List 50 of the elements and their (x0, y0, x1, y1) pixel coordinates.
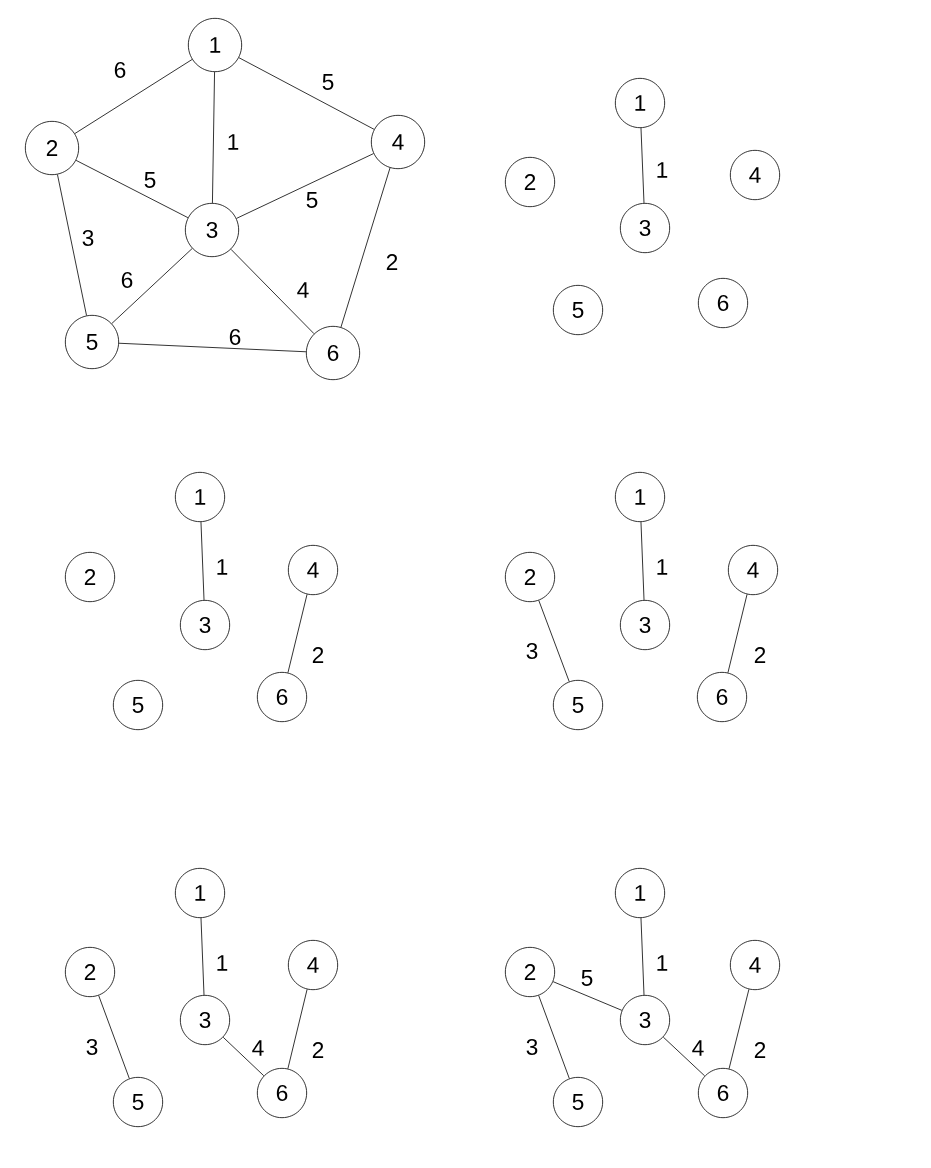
edge-line (111, 248, 193, 324)
weight-label: 1 (654, 160, 670, 180)
edge-line (640, 521, 645, 601)
weight-label: 1 (654, 557, 670, 577)
edge-line (538, 600, 570, 682)
edge-line (640, 127, 645, 204)
weight-label: 3 (524, 641, 540, 661)
weight-label: 4 (690, 1038, 706, 1058)
edge-line (200, 917, 205, 996)
edge-line (340, 167, 391, 328)
edge-line (662, 1036, 706, 1077)
edge-line (212, 71, 215, 204)
edge-line (57, 174, 87, 316)
weight-label: 5 (320, 72, 336, 92)
edge-line (727, 593, 748, 674)
edge-line (640, 917, 645, 996)
edge-line (538, 995, 570, 1079)
edge-line (236, 153, 374, 219)
edge-line (552, 981, 623, 1011)
weight-label: 2 (752, 645, 768, 665)
weight-label: 6 (227, 327, 243, 347)
edge-line (287, 593, 308, 674)
weight-label: 4 (295, 280, 311, 300)
edge-line (238, 57, 375, 130)
weight-label: 6 (119, 270, 135, 290)
edge-line (75, 159, 189, 219)
weight-label: 5 (142, 170, 158, 190)
weight-label: 1 (225, 132, 241, 152)
weight-label: 2 (310, 1040, 326, 1060)
weight-label: 2 (310, 645, 326, 665)
edge-line (118, 342, 307, 353)
edge-line (98, 995, 130, 1079)
weight-label: 2 (384, 252, 400, 272)
edge-line (230, 248, 315, 335)
weight-label: 5 (304, 190, 320, 210)
edge-line (728, 988, 750, 1070)
weight-label: 1 (654, 953, 670, 973)
weight-label: 3 (84, 1037, 100, 1057)
weight-label: 1 (214, 953, 230, 973)
edge-line (200, 521, 205, 601)
edge-line (74, 59, 193, 134)
weight-label: 5 (579, 968, 595, 988)
weight-label: 4 (250, 1038, 266, 1058)
weight-label: 3 (80, 228, 96, 248)
weight-label: 2 (752, 1040, 768, 1060)
edge-line (222, 1036, 265, 1077)
weight-label: 3 (524, 1037, 540, 1057)
weight-label: 1 (214, 557, 230, 577)
edge-line (287, 988, 308, 1070)
weight-label: 6 (112, 60, 128, 80)
